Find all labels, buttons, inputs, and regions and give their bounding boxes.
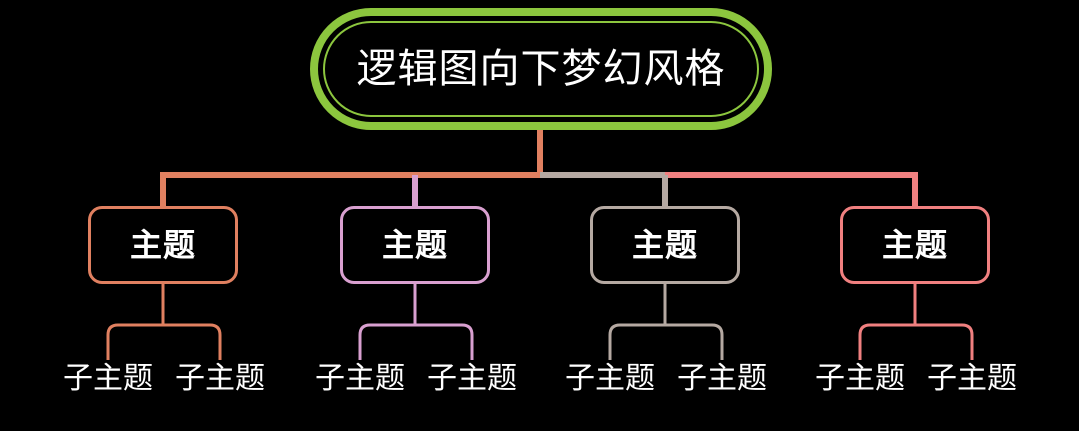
- topic-label: 主题: [129, 227, 196, 263]
- subtopic-label-1-1[interactable]: 子主题: [63, 362, 153, 395]
- root-label: 逻辑图向下梦幻风格: [356, 46, 726, 91]
- subtopic-label-1-2[interactable]: 子主题: [175, 362, 265, 395]
- topic-node-1[interactable]: 主题: [88, 206, 238, 284]
- subtopic-label-2-1[interactable]: 子主题: [315, 362, 405, 395]
- topic-label: 主题: [631, 227, 698, 263]
- subtopic-label-3-2[interactable]: 子主题: [677, 362, 767, 395]
- topic-label: 主题: [381, 227, 448, 263]
- root-node[interactable]: 逻辑图向下梦幻风格: [310, 8, 772, 130]
- subtopic-label-2-2[interactable]: 子主题: [427, 362, 517, 395]
- subtopic-label-3-1[interactable]: 子主题: [565, 362, 655, 395]
- topic-node-3[interactable]: 主题: [590, 206, 740, 284]
- subtopic-label-4-2[interactable]: 子主题: [927, 362, 1017, 395]
- topic-node-4[interactable]: 主题: [840, 206, 990, 284]
- subtopic-label-4-1[interactable]: 子主题: [815, 362, 905, 395]
- topic-label: 主题: [881, 227, 948, 263]
- topic-node-2[interactable]: 主题: [340, 206, 490, 284]
